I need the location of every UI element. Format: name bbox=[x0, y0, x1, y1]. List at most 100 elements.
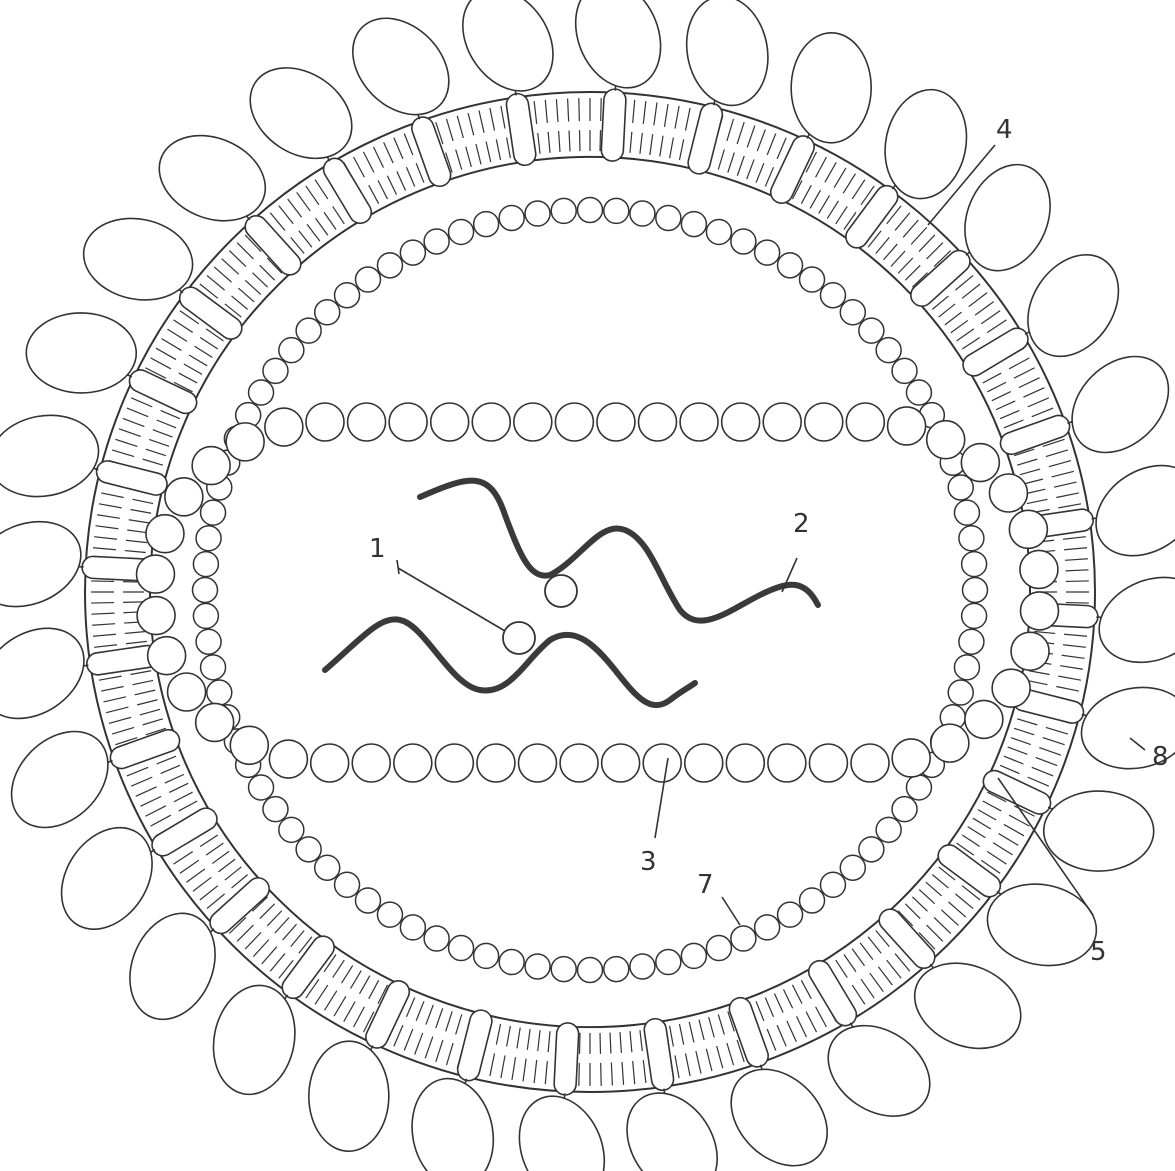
glycoprotein-spike bbox=[678, 0, 777, 112]
bilayer-outer-tick bbox=[262, 947, 277, 964]
bilayer-inner-tick bbox=[157, 420, 176, 428]
capsid-protein-bead bbox=[348, 403, 386, 441]
bilayer-outer-tick bbox=[895, 213, 910, 231]
bilayer-outer-tick bbox=[685, 108, 690, 131]
bilayer-inner-tick bbox=[718, 150, 724, 170]
capsid-protein-bead bbox=[763, 403, 801, 441]
lipid-bilayer-envelope bbox=[85, 92, 1095, 1092]
matrix-protein-bead bbox=[377, 253, 402, 278]
matrix-protein-bead bbox=[954, 655, 979, 680]
bilayer-inner-tick bbox=[559, 131, 560, 152]
bilayer-outer-tick bbox=[127, 408, 148, 417]
matrix-protein-bead bbox=[630, 201, 655, 226]
bilayer-inner-tick bbox=[868, 937, 881, 953]
capsid-protein-bead bbox=[888, 407, 926, 445]
bilayer-outer-tick bbox=[737, 122, 744, 144]
bilayer-inner-tick bbox=[476, 144, 481, 164]
matrix-protein-bead bbox=[906, 775, 931, 800]
bilayer-outer-tick bbox=[878, 967, 892, 985]
matrix-protein-bead bbox=[193, 552, 218, 577]
bilayer-inner-tick bbox=[784, 989, 793, 1008]
glycoprotein-spike bbox=[1086, 562, 1175, 678]
glycoprotein-spike bbox=[0, 406, 106, 505]
matrix-protein-bead bbox=[876, 817, 901, 842]
capsid-protein-bead bbox=[805, 403, 843, 441]
bilayer-inner-tick bbox=[161, 410, 180, 418]
bilayer-outer-tick bbox=[1019, 378, 1040, 388]
bilayer-outer-tick bbox=[193, 877, 211, 891]
bilayer-outer-tick bbox=[843, 174, 855, 193]
bilayer-inner-tick bbox=[218, 859, 235, 872]
glycoprotein-spike bbox=[811, 1007, 947, 1135]
capsid-protein-bead bbox=[1020, 550, 1058, 588]
bilayer-inner-tick bbox=[369, 980, 379, 998]
label-3: 3 bbox=[640, 847, 657, 877]
bilayer-inner-tick bbox=[184, 364, 202, 374]
capsid-protein-bead bbox=[1021, 592, 1059, 630]
bilayer-inner-tick bbox=[756, 163, 764, 182]
bilayer-inner-tick bbox=[126, 540, 147, 542]
bilayer-inner-tick bbox=[883, 244, 897, 260]
bilayer-outer-tick bbox=[97, 515, 120, 519]
matrix-protein-bead bbox=[731, 926, 756, 951]
label-2: 2 bbox=[793, 509, 810, 539]
capsid-protein-bead bbox=[555, 403, 593, 441]
bilayer-inner-tick bbox=[983, 801, 1001, 811]
bilayer-inner-tick bbox=[161, 765, 180, 773]
bilayer-inner-tick bbox=[1004, 420, 1023, 428]
bilayer-inner-tick bbox=[1017, 459, 1037, 465]
bilayer-inner-tick bbox=[1008, 747, 1028, 754]
transmembrane-protein bbox=[126, 366, 200, 417]
bilayer-outer-tick bbox=[981, 311, 1000, 324]
transmembrane-protein bbox=[767, 132, 818, 206]
bilayer-outer-tick bbox=[104, 697, 126, 702]
capsid-protein-bead bbox=[146, 515, 184, 553]
bilayer-outer-tick bbox=[229, 251, 246, 267]
matrix-protein-bead bbox=[755, 915, 780, 940]
capsid-protein-layer bbox=[136, 403, 1058, 782]
bilayer-outer-tick bbox=[237, 925, 253, 941]
bilayer-outer-tick bbox=[1032, 767, 1053, 776]
bilayer-outer-tick bbox=[948, 902, 965, 917]
transmembrane-protein-group bbox=[82, 89, 1099, 1096]
glycoprotein-spike bbox=[791, 33, 872, 144]
capsid-protein-bead bbox=[352, 744, 390, 782]
bilayer-inner-tick bbox=[801, 185, 811, 203]
bilayer-inner-tick bbox=[926, 882, 942, 896]
bilayer-inner-tick bbox=[951, 320, 968, 332]
bilayer-inner-tick bbox=[165, 774, 184, 783]
bilayer-outer-tick bbox=[993, 843, 1012, 855]
bilayer-inner-tick bbox=[307, 224, 320, 241]
bilayer-outer-tick bbox=[1004, 824, 1024, 835]
matrix-protein-bead bbox=[551, 957, 576, 982]
bilayer-inner-tick bbox=[125, 632, 146, 634]
bilayer-outer-tick bbox=[180, 860, 199, 873]
bilayer-outer-tick bbox=[568, 98, 569, 121]
bilayer-outer-tick bbox=[787, 1021, 797, 1042]
matrix-protein-bead bbox=[315, 855, 340, 880]
bilayer-inner-tick bbox=[200, 835, 218, 847]
rna-strand-upper bbox=[420, 481, 818, 621]
bilayer-outer-tick bbox=[534, 1060, 537, 1083]
matrix-protein-bead bbox=[778, 253, 803, 278]
matrix-protein-bead bbox=[355, 888, 380, 913]
capsid-protein-bead bbox=[435, 744, 473, 782]
bilayer-outer-tick bbox=[151, 358, 171, 369]
bilayer-outer-tick bbox=[112, 727, 134, 734]
matrix-protein-layer bbox=[193, 198, 988, 983]
bilayer-outer-tick bbox=[767, 1029, 776, 1050]
matrix-protein-bead bbox=[193, 603, 218, 628]
bilayer-inner-tick bbox=[406, 998, 414, 1017]
bilayer-outer-tick bbox=[404, 1029, 413, 1050]
bilayer-inner-tick bbox=[179, 801, 197, 811]
bilayer-inner-tick bbox=[275, 918, 289, 934]
bilayer-outer-tick bbox=[174, 320, 193, 333]
bilayer-outer-tick bbox=[1009, 358, 1029, 369]
bilayer-inner-tick bbox=[747, 159, 754, 179]
bilayer-inner-tick bbox=[496, 1024, 500, 1045]
bilayer-inner-tick bbox=[137, 700, 157, 705]
transmembrane-protein bbox=[980, 767, 1054, 818]
bilayer-inner-tick bbox=[836, 960, 848, 978]
bilayer-inner-tick bbox=[283, 924, 297, 940]
bilayer-outer-tick bbox=[354, 1007, 365, 1027]
